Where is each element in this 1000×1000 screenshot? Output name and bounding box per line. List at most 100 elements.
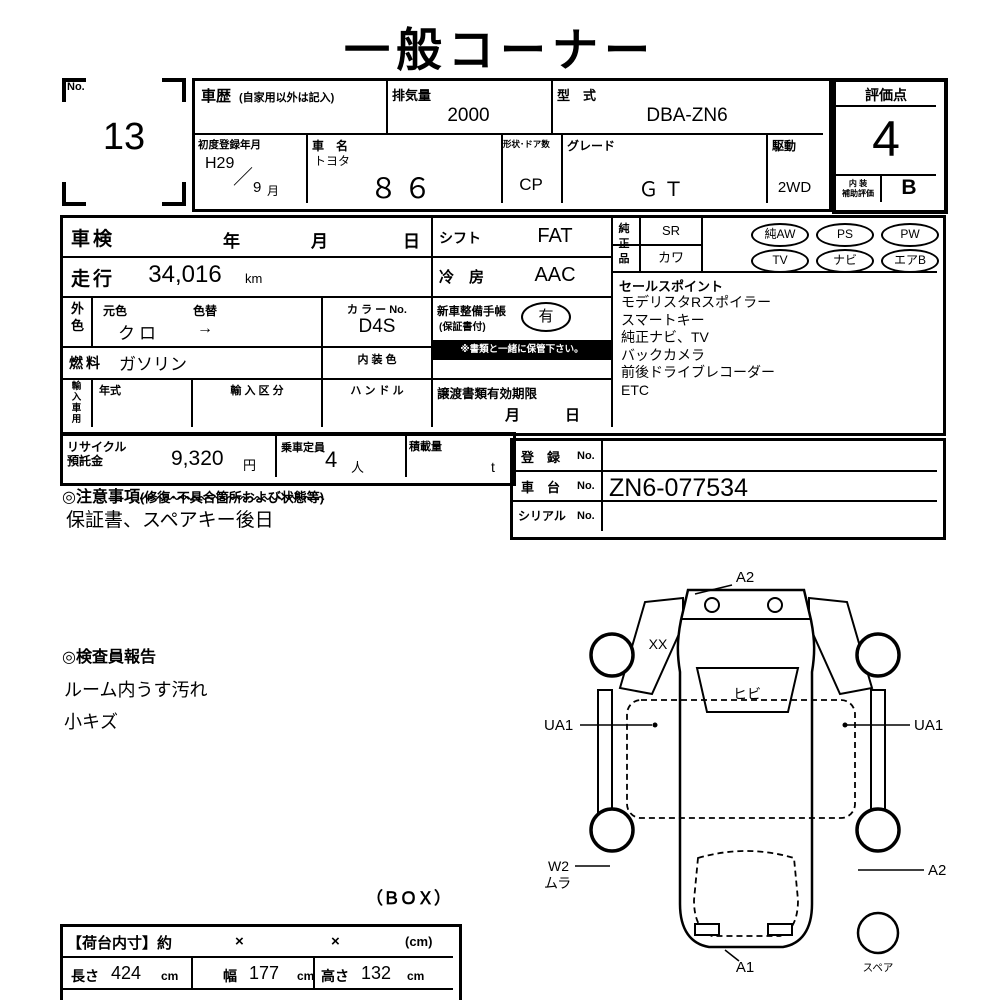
load-label: 積載量 <box>409 441 442 453</box>
recycle-value: 9,320 <box>171 447 224 470</box>
diagram-label-a2-right: A2 <box>928 862 946 879</box>
rear-glass <box>695 667 800 713</box>
vehicle-header-table: 車歴 (自家用以外は記入) 排気量 2000 型 式 DBA-ZN6 初度登録年… <box>192 78 832 212</box>
cargo-length-unit: cm <box>161 969 179 983</box>
vehicle-info-table: 車検 年 月 日 走行 34,016 km 外色 元色 色替 クロ → カ ラ … <box>60 215 946 436</box>
base-color-label: 元色 <box>103 304 128 318</box>
bracket-tr <box>162 78 186 102</box>
serial-no-label: シリアル <box>518 509 566 523</box>
equip-aw-oval: 純AW <box>751 223 809 247</box>
model-code-value: DBA-ZN6 <box>646 105 728 126</box>
first-reg-month-unit: 月 <box>267 184 280 198</box>
car-maker: トヨタ <box>314 154 351 168</box>
color-change-label: 色替 <box>193 304 218 318</box>
history-label: 車歴 <box>201 88 232 105</box>
transfer-day: 日 <box>565 407 581 424</box>
sales-point-item: バックカメラ <box>621 346 705 363</box>
diagram-label-spare: スペア <box>863 962 894 974</box>
equip-airbag-oval: エアB <box>881 249 939 273</box>
cargo-height-label: 高さ <box>321 968 349 984</box>
ac-value: AAC <box>534 264 576 286</box>
recycle-label-2: 預託金 <box>67 454 104 468</box>
cabin-dashed-outline <box>626 699 856 819</box>
lot-number-box: No. 13 <box>62 78 186 206</box>
transfer-docs-label: 譲渡書類有効期限 <box>437 387 538 401</box>
interior-grade-value: B <box>901 176 917 199</box>
cargo-height-unit: cm <box>407 969 425 983</box>
recycle-unit: 円 <box>243 458 257 473</box>
import-division-label: 輸 入 区 分 <box>230 385 284 397</box>
load-unit: t <box>491 459 495 475</box>
recycle-label-1: リサイクル <box>67 440 127 454</box>
page-title: 一般コーナー <box>344 24 656 76</box>
diagram-label-a2-top: A2 <box>736 569 754 586</box>
fuel-label: 燃料 <box>69 355 103 371</box>
genuine-parts-label: 純正品 <box>618 223 630 265</box>
capacity-unit: 人 <box>351 460 365 475</box>
equip-sr: SR <box>661 223 681 238</box>
first-reg-era: H29 <box>205 155 235 172</box>
bracket-tl <box>62 78 86 102</box>
shaken-day: 日 <box>403 232 420 251</box>
trunk-detail-left <box>704 597 720 613</box>
interior-grade-label-1: 内 装 <box>848 179 868 188</box>
diagram-label-a1: A1 <box>736 959 754 976</box>
import-label: 輸入車用 <box>71 381 82 425</box>
hood-dashed-outline <box>693 850 799 937</box>
shaken-month: 月 <box>311 232 328 251</box>
interior-grade-label-2: 補助評価 <box>842 189 874 198</box>
equip-ps-oval: PS <box>816 223 874 247</box>
mileage-unit: km <box>245 271 263 286</box>
cargo-length-label: 長さ <box>71 968 99 984</box>
rocker-panel-right <box>870 689 886 819</box>
score-label: 評価点 <box>865 87 907 103</box>
leader-dot-ua1-right <box>842 722 848 728</box>
bracket-bl <box>62 182 86 206</box>
trunk-detail-right <box>767 597 783 613</box>
ext-color-label: 外色 <box>70 301 84 333</box>
capacity-label: 乗車定員 <box>281 442 325 454</box>
sales-point-item: ETC <box>621 381 649 398</box>
spare-wheel <box>856 911 900 955</box>
cargo-header: 【荷台内寸】約 <box>67 935 173 952</box>
maintenance-book-sublabel: (保証書付) <box>439 322 486 333</box>
cargo-length-value: 424 <box>111 963 142 983</box>
box-label: （ＢＯＸ） <box>366 889 451 908</box>
diagram-label-ua1-right: UA1 <box>914 717 943 734</box>
cargo-x2: × <box>331 933 340 950</box>
inspector-report-item: 小キズ <box>64 712 118 732</box>
score-box: 評価点 4 内 装 補助評価 B <box>832 78 948 214</box>
shift-value: FAT <box>537 225 573 247</box>
grade-label: グレード <box>567 139 616 153</box>
car-name-label: 車 名 <box>312 139 349 153</box>
serial-no-suffix: No. <box>577 510 595 522</box>
notes-header-title: ◎注意事項 <box>62 489 140 506</box>
cargo-height-value: 132 <box>361 963 392 983</box>
leader-a2-top <box>694 584 733 595</box>
registration-no-suffix: No. <box>577 450 595 462</box>
body-shape-label: 形状･ドア数 <box>503 139 550 149</box>
car-model: ８６ <box>369 173 438 204</box>
sales-point-item: スマートキー <box>621 311 705 328</box>
sales-points-list: モデリスタRスポイラー スマートキー 純正ナビ、TV バックカメラ 前後ドライブ… <box>621 294 775 399</box>
cargo-x1: × <box>235 933 244 950</box>
grade-value: ＧＴ <box>638 179 689 201</box>
wheel-front-left <box>589 632 635 678</box>
color-no-label: カ ラ ー No. <box>347 304 407 316</box>
inspector-report-item: ルーム内うす汚れ <box>64 680 208 700</box>
ac-label: 冷 房 <box>439 269 485 286</box>
model-code-label: 型 式 <box>557 88 597 103</box>
shaken-label: 車検 <box>71 229 116 250</box>
displacement-value: 2000 <box>447 105 490 126</box>
fuel-value: ガソリン <box>119 355 187 374</box>
equip-tv-oval: TV <box>751 249 809 273</box>
equip-pw-oval: PW <box>881 223 939 247</box>
capacity-value: 4 <box>325 447 338 472</box>
cargo-width-label: 幅 <box>223 968 237 984</box>
color-no-value: D4S <box>358 316 396 337</box>
equip-kawa: カワ <box>657 250 684 265</box>
diagram-label-xx: XX <box>649 636 668 652</box>
no-label: No. <box>67 81 85 93</box>
car-body-outline <box>676 588 816 949</box>
